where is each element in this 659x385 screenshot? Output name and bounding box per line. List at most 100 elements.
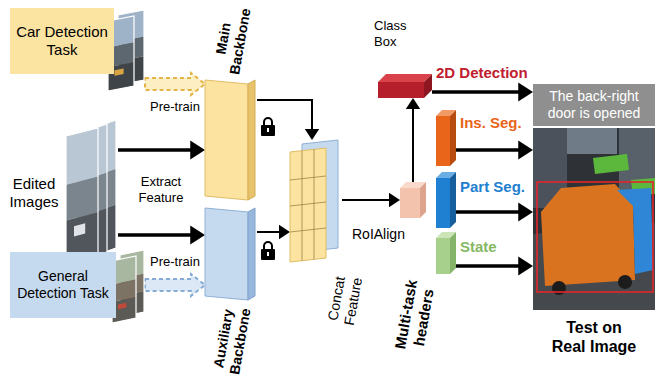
- connector: [342, 193, 400, 207]
- connector: [456, 140, 533, 159]
- shape-face: [420, 182, 426, 218]
- feature-slab-art: [290, 140, 342, 262]
- backbone-slab-art: [205, 206, 257, 302]
- shape-face: [118, 303, 126, 310]
- connector: [145, 73, 205, 95]
- lock-body: [261, 249, 275, 260]
- backbone-slab: Auxiliary Backbone: [205, 206, 257, 302]
- roialign-block: RoIAlign: [400, 182, 426, 218]
- pretrain-arrow: [145, 274, 205, 296]
- shape-face: [205, 80, 248, 200]
- shape-rect: [533, 128, 655, 310]
- connector: [257, 225, 290, 239]
- header-block: Part Seg.: [436, 172, 456, 228]
- grid-line: [302, 151, 303, 261]
- shape-face: [450, 110, 456, 166]
- shape-face: [290, 148, 326, 262]
- node-text: State: [460, 238, 497, 256]
- shape-face: [436, 238, 450, 274]
- node-text: The back-right door is opened: [533, 84, 655, 126]
- shape-face: [436, 116, 450, 166]
- node-text: Part Seg.: [460, 178, 525, 196]
- shape-face: [400, 188, 420, 218]
- lock-shackle: [264, 242, 272, 250]
- header-block: Class Box2D Detection: [378, 74, 432, 98]
- connector: [118, 225, 205, 244]
- node-text: Auxiliary Backbone: [209, 301, 255, 380]
- edge-label: Pre-train: [148, 99, 202, 115]
- backbone-slab: Main Backbone: [205, 78, 257, 202]
- lock-icon: [261, 242, 275, 260]
- arrow-line: [456, 148, 521, 152]
- arrow-line: [257, 231, 281, 233]
- shape-rect: [537, 182, 653, 292]
- header-block-art: [436, 172, 456, 228]
- arrow-line: [456, 264, 521, 268]
- task-box: General Detection Task: [10, 250, 145, 322]
- node-text: RoIAlign: [352, 226, 405, 243]
- backbone-slab-art: [205, 78, 257, 202]
- node-text: Car Detection Task: [10, 8, 114, 74]
- node-text: Main Backbone: [209, 1, 255, 80]
- lock-body: [261, 125, 275, 136]
- shape-face: [115, 68, 124, 75]
- node-text: Test on Real Image: [549, 318, 639, 356]
- shape-face: [205, 208, 248, 300]
- result-image: The back-right door is openedTest on Rea…: [533, 84, 655, 310]
- header-block: Ins. Seg.: [436, 110, 456, 166]
- wheel: [618, 275, 632, 289]
- edge-label: Pre-train: [148, 254, 202, 270]
- header-block-art: [378, 74, 432, 98]
- free-label: Extract Feature: [125, 174, 197, 206]
- arrow-line: [257, 100, 312, 131]
- lock-icon: [261, 118, 275, 136]
- shape-face: [378, 74, 432, 82]
- header-block-art: [436, 232, 456, 274]
- connector: [456, 202, 533, 221]
- pretrain-arrow: [145, 73, 205, 95]
- connector: [118, 140, 205, 159]
- shape-face: [424, 74, 432, 98]
- shape-face: [66, 128, 98, 264]
- feature-slab: Concat Feature: [290, 140, 342, 262]
- node-text: General Detection Task: [10, 252, 116, 318]
- grid-line: [290, 228, 326, 232]
- arrow-line: [342, 199, 391, 201]
- task-box: Car Detection Task: [10, 6, 145, 92]
- grid-line: [290, 202, 326, 206]
- free-label: Multi-task headers: [390, 273, 439, 358]
- wheel: [552, 281, 566, 295]
- connector: [432, 82, 533, 101]
- grid-line: [314, 149, 315, 259]
- node-text: Ins. Seg.: [460, 114, 522, 132]
- shape-face: [436, 178, 450, 228]
- shape-face: [248, 80, 255, 200]
- connector: [456, 256, 533, 275]
- header-block: State: [436, 232, 456, 274]
- shape-face: [248, 208, 255, 300]
- shape-face: [66, 128, 98, 185]
- lock-keyhole: [267, 252, 269, 256]
- lock-shackle: [264, 118, 272, 126]
- shape-face: [541, 184, 635, 286]
- shape-face: [617, 188, 653, 274]
- grid-line: [290, 176, 326, 180]
- node-text: Concat Feature: [323, 269, 366, 330]
- connector: [145, 274, 205, 296]
- roialign-block-art: [400, 182, 426, 218]
- node-text: 2D Detection: [436, 64, 528, 82]
- shape-face: [378, 82, 424, 98]
- node-text: Class Box: [374, 18, 418, 50]
- shape-face: [74, 223, 85, 236]
- arrow-line: [118, 233, 193, 237]
- lock-keyhole: [267, 128, 269, 132]
- arrow-line: [118, 148, 193, 152]
- arrow-line: [412, 107, 414, 182]
- shape-face: [450, 232, 456, 274]
- shape-face: [450, 172, 456, 228]
- image-stack: Edited Images: [4, 118, 118, 268]
- node-text: Edited Images: [4, 175, 64, 211]
- shape-face: [593, 154, 629, 174]
- shape-rect: [567, 128, 617, 154]
- arrow-line: [432, 90, 521, 94]
